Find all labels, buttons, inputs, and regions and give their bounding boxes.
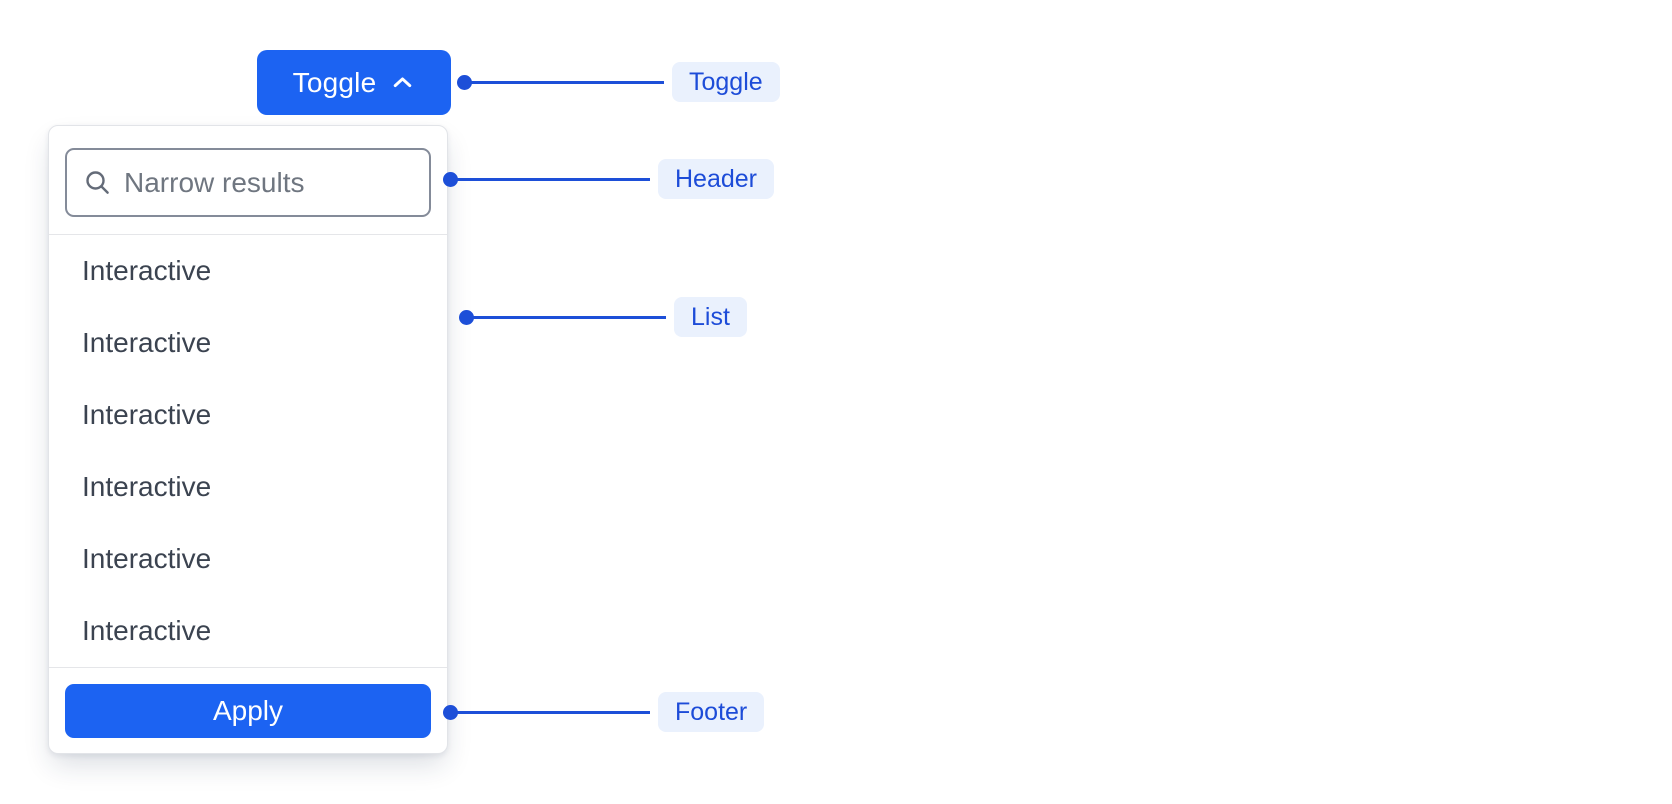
connector-line: [464, 80, 664, 84]
search-icon: [84, 169, 111, 196]
list-item[interactable]: Interactive: [82, 255, 212, 286]
list-item[interactable]: Interactive: [82, 327, 212, 358]
dropdown-list: Interactive Interactive Interactive Inte…: [49, 235, 447, 667]
list-item[interactable]: Interactive: [82, 399, 212, 430]
connector-line: [466, 315, 666, 319]
dropdown-footer: Apply: [49, 667, 447, 753]
annotation-list: List: [459, 297, 747, 337]
annotation-label-toggle: Toggle: [672, 62, 780, 102]
annotation-toggle: Toggle: [457, 62, 780, 102]
connector-line: [450, 177, 650, 181]
list-item[interactable]: Interactive: [82, 543, 212, 574]
connector-line: [450, 710, 650, 714]
list-item[interactable]: Interactive: [82, 615, 212, 646]
annotation-label-list: List: [674, 297, 747, 337]
annotation-header: Header: [443, 159, 774, 199]
toggle-button-label: Toggle: [292, 66, 377, 98]
dropdown-panel: Interactive Interactive Interactive Inte…: [48, 125, 448, 754]
annotation-label-header: Header: [658, 159, 774, 199]
list-item[interactable]: Interactive: [82, 471, 212, 502]
chevron-up-icon: [390, 70, 415, 95]
apply-button[interactable]: Apply: [65, 684, 431, 738]
annotation-label-footer: Footer: [658, 692, 765, 732]
dropdown-header: [49, 126, 447, 235]
toggle-button[interactable]: Toggle: [257, 50, 451, 115]
annotation-footer: Footer: [443, 692, 765, 732]
search-input[interactable]: [124, 166, 415, 199]
search-box[interactable]: [65, 148, 431, 217]
